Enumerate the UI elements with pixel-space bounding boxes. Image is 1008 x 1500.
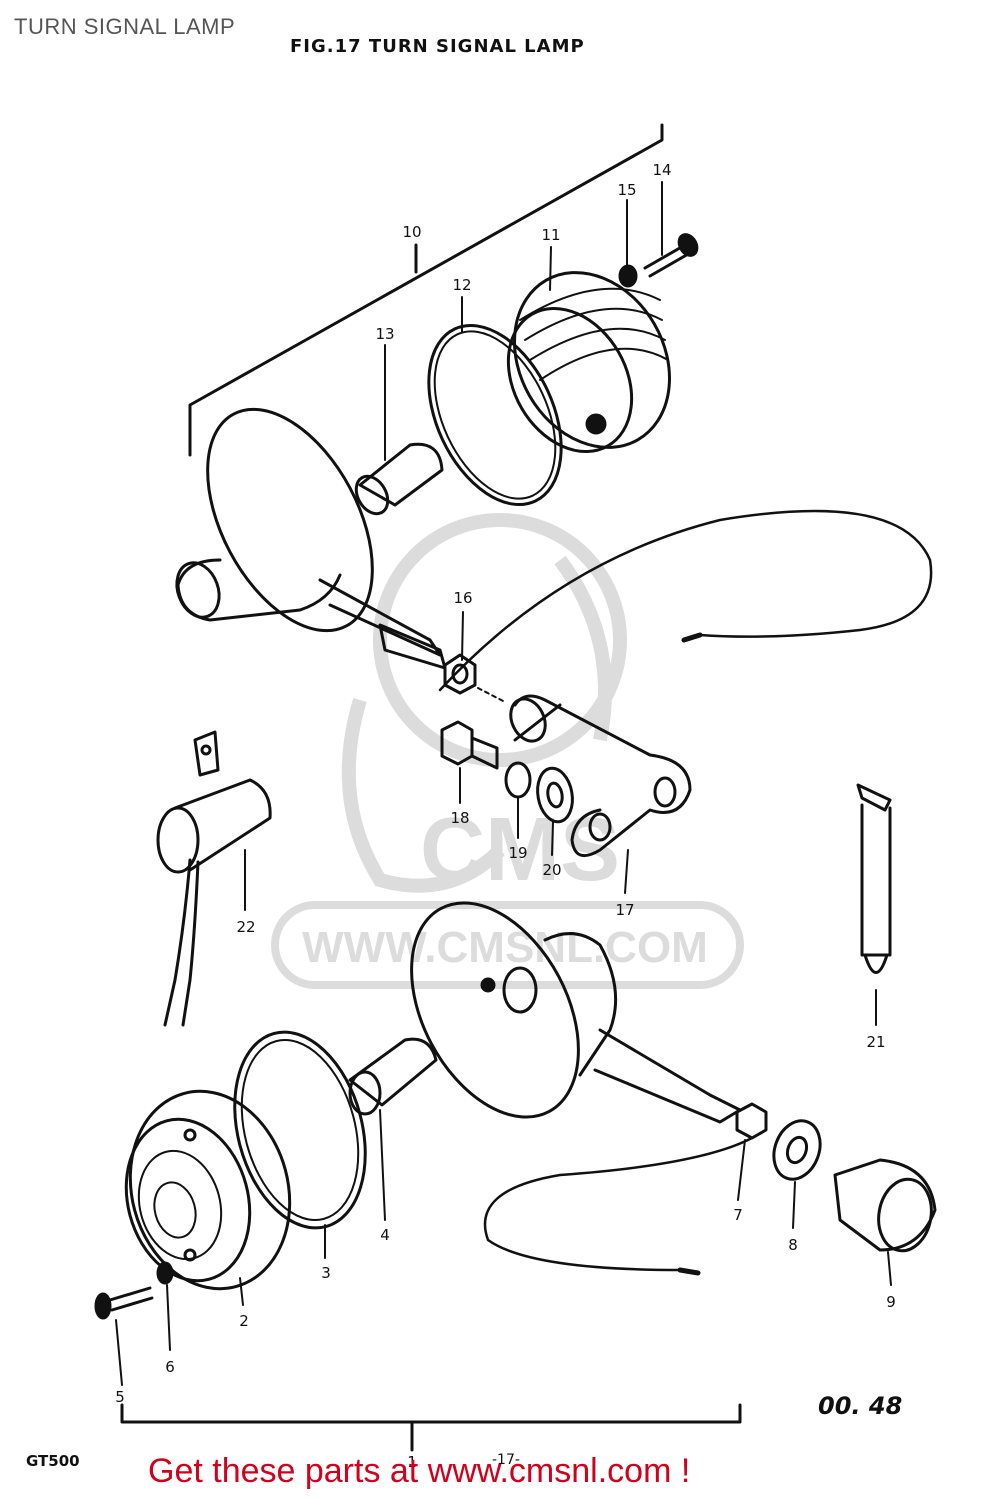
callout-8: 8	[788, 1236, 798, 1254]
bracket-stay	[509, 694, 692, 858]
callout-21: 21	[866, 1033, 886, 1051]
callout-14: 14	[652, 161, 672, 179]
callout-13: 13	[375, 325, 395, 343]
callout-1: 1	[407, 1453, 417, 1471]
gasket-upper	[427, 323, 563, 507]
page-number: -17-	[492, 1452, 520, 1468]
nut-lower	[735, 1102, 768, 1140]
lens-lower	[124, 1089, 292, 1291]
screw-upper	[643, 233, 699, 278]
bolt-18	[440, 720, 499, 770]
housing-upper	[175, 407, 447, 670]
screw-lower	[94, 1286, 154, 1320]
wire-upper	[438, 509, 933, 692]
callout-6: 6	[165, 1358, 175, 1376]
callout-3: 3	[321, 1264, 331, 1282]
assembly-bracket-upper	[188, 123, 664, 457]
bulb-upper	[354, 442, 444, 516]
callout-17: 17	[615, 901, 635, 919]
model-label: GT500	[26, 1452, 80, 1470]
washer-20	[536, 766, 574, 824]
page-title: TURN SIGNAL LAMP	[14, 14, 236, 39]
promo-banner-link[interactable]: Get these parts at www.cmsnl.com !	[148, 1452, 691, 1490]
figure-title: FIG.17 TURN SIGNAL LAMP	[290, 36, 585, 57]
callout-19: 19	[508, 844, 528, 862]
callout-7: 7	[733, 1206, 743, 1224]
callout-16: 16	[453, 589, 473, 607]
callout-15: 15	[617, 181, 637, 199]
flasher-relay	[156, 730, 272, 1027]
drawing-code: 00. 48	[818, 1392, 903, 1420]
wire-lower	[483, 1136, 754, 1272]
watermark-url: WWW.CMSNL.COM	[302, 923, 708, 972]
callout-18: 18	[450, 809, 470, 827]
housing-lower	[410, 901, 742, 1124]
grommet-cover	[833, 1158, 937, 1253]
callout-22: 22	[236, 918, 256, 936]
lock-washer-19	[504, 761, 532, 799]
callout-5: 5	[115, 1388, 125, 1406]
washer-lower	[772, 1119, 822, 1181]
callout-12: 12	[452, 276, 472, 294]
lens-upper	[506, 271, 671, 454]
washer-lower-6	[156, 1261, 174, 1285]
callout-20: 20	[542, 861, 562, 879]
callout-10: 10	[402, 223, 422, 241]
callout-9: 9	[886, 1293, 896, 1311]
callout-2: 2	[239, 1312, 249, 1330]
washer-upper	[618, 264, 638, 288]
fuse-holder	[856, 783, 892, 974]
gasket-lower	[233, 1030, 367, 1230]
bulb-lower	[348, 1037, 438, 1116]
assembly-bracket-lower	[120, 1403, 742, 1424]
callout-4: 4	[380, 1226, 390, 1244]
callout-11: 11	[541, 226, 561, 244]
watermark-logo	[271, 513, 744, 989]
